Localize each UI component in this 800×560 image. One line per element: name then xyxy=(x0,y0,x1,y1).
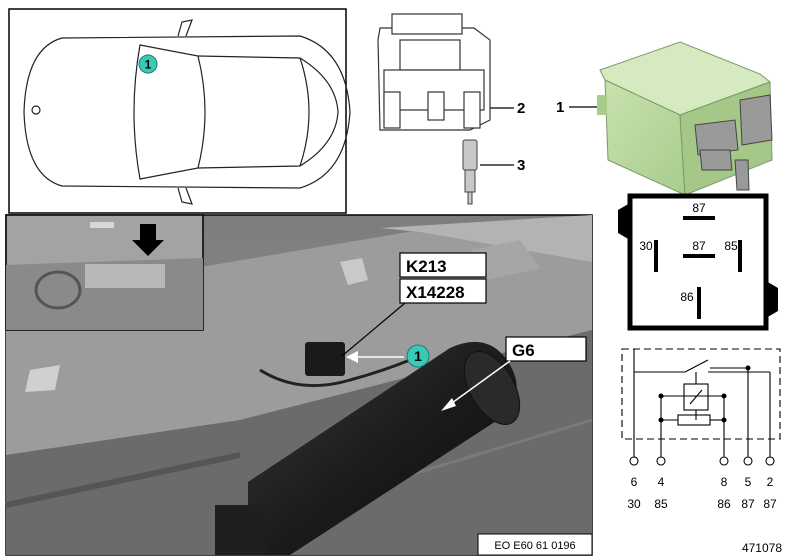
pin-label-bottom: 86 xyxy=(680,290,694,304)
component-g6 xyxy=(215,341,521,555)
pin-label-right: 85 xyxy=(724,239,738,253)
terminal-pin xyxy=(462,139,478,205)
circuit-schematic xyxy=(621,348,781,466)
connector-k213 xyxy=(305,342,345,376)
location-marker-1: 1 xyxy=(138,54,158,74)
location-inset xyxy=(5,214,204,331)
pin-terminal: 87 xyxy=(763,497,777,511)
relay-module xyxy=(597,41,773,196)
callout-2: 2 xyxy=(517,100,525,117)
arrow-head-icon xyxy=(346,351,358,363)
pin-number: 4 xyxy=(658,475,665,489)
pin-terminal: 85 xyxy=(654,497,668,511)
circuit-pin-labels: 6 4 8 5 2 30 85 86 87 87 xyxy=(627,475,777,511)
pin-label-center: 87 xyxy=(692,239,706,253)
arrow-head-icon xyxy=(441,398,456,411)
diagram-id: 471078 xyxy=(742,541,782,555)
callout-3: 3 xyxy=(517,157,525,174)
marker-label: 1 xyxy=(145,58,152,72)
pin-label-left: 30 xyxy=(639,239,653,253)
arrow-down-icon xyxy=(132,224,164,256)
photo-caption: EO E60 61 0196 xyxy=(494,540,575,552)
label-g6: G6 xyxy=(512,341,535,360)
leader-line xyxy=(341,302,406,357)
label-x14228: X14228 xyxy=(406,283,465,302)
photo-panel: K213 X14228 G6 1 EO E60 61 0196 xyxy=(5,214,593,556)
pin-terminal: 86 xyxy=(717,497,731,511)
pin-number: 8 xyxy=(721,475,728,489)
pin-number: 6 xyxy=(631,475,638,489)
marker-label: 1 xyxy=(414,348,422,364)
photo-marker-1: 1 xyxy=(406,344,430,368)
pin-label-top: 87 xyxy=(692,201,706,215)
label-g6-box: G6 xyxy=(505,336,587,362)
leader-line xyxy=(444,360,511,409)
socket-housing xyxy=(377,13,491,131)
relay-pinout: 87 30 87 85 86 xyxy=(618,193,778,331)
label-x14228-box: X14228 xyxy=(399,278,487,304)
pin-number: 2 xyxy=(767,475,774,489)
car-topview-panel: 1 xyxy=(8,8,351,214)
car-outline xyxy=(23,19,351,205)
pin-terminal: 87 xyxy=(741,497,755,511)
callout-1: 1 xyxy=(556,99,564,116)
label-k213-box: K213 xyxy=(399,252,487,278)
photo-caption-box: EO E60 61 0196 xyxy=(477,533,593,556)
label-k213: K213 xyxy=(406,257,447,276)
pin-terminal: 30 xyxy=(627,497,641,511)
pin-number: 5 xyxy=(745,475,752,489)
